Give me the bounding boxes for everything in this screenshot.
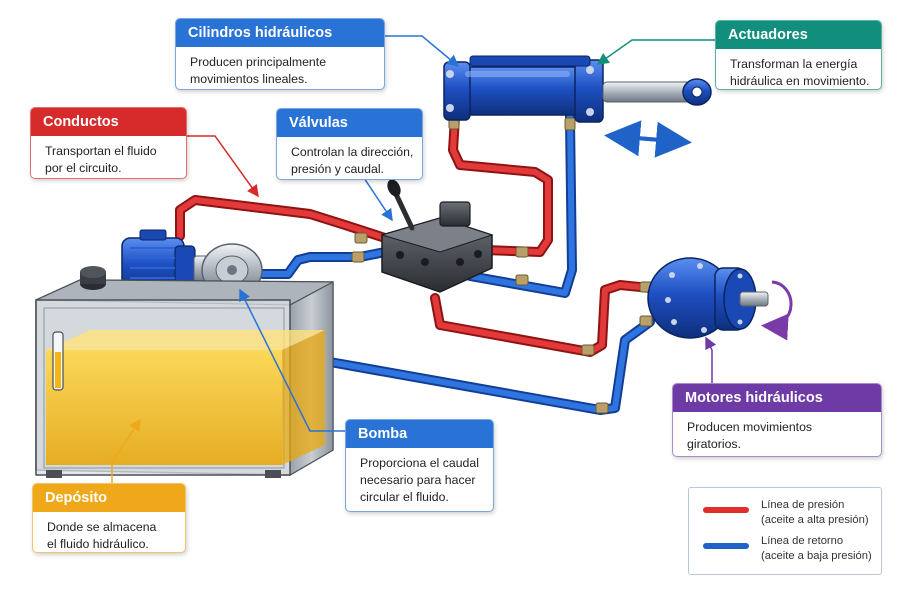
return-lines bbox=[257, 107, 655, 415]
callout-motores-title: Motores hidráulicos bbox=[673, 384, 881, 412]
callout-actuadores-text: Transforman la energía hidráulica en mov… bbox=[716, 49, 881, 89]
legend-item-pressure: Línea de presión (aceite a alta presión) bbox=[703, 498, 878, 532]
callout-deposito-line: el fluido hidráulico. bbox=[47, 537, 149, 551]
callout-conductos: Conductos Transportan el fluido por el c… bbox=[30, 107, 187, 179]
legend-pressure-sublabel: (aceite a alta presión) bbox=[761, 514, 869, 526]
callout-actuadores-line: Transforman la energía bbox=[730, 57, 858, 71]
callout-conductos-line: por el circuito. bbox=[45, 161, 122, 175]
legend-return-label: Línea de retorno bbox=[761, 535, 844, 547]
callout-motores: Motores hidráulicos Producen movimientos… bbox=[672, 383, 882, 457]
callout-bomba-line: circular el fluido. bbox=[360, 490, 449, 504]
double-arrow-icon bbox=[604, 120, 692, 158]
directional-valve bbox=[380, 179, 494, 293]
callout-deposito-title: Depósito bbox=[33, 484, 185, 512]
legend-swatch-pressure bbox=[703, 507, 749, 513]
callout-motores-text: Producen movimientos giratorios. bbox=[673, 412, 881, 456]
hydraulic-oil bbox=[46, 350, 282, 465]
callout-conductos-line: Transportan el fluido bbox=[45, 144, 157, 158]
legend-item-return: Línea de retorno (aceite a baja presión) bbox=[703, 534, 878, 568]
legend-text-return: Línea de retorno (aceite a baja presión) bbox=[761, 534, 872, 564]
legend-pressure-label: Línea de presión bbox=[761, 499, 845, 511]
callout-actuadores-title: Actuadores bbox=[716, 21, 881, 49]
sight-glass-icon bbox=[52, 331, 64, 391]
legend-swatch-return bbox=[703, 543, 749, 549]
callout-conductos-text: Transportan el fluido por el circuito. bbox=[31, 136, 186, 178]
callout-motores-line: Producen movimientos bbox=[687, 420, 813, 434]
callout-cilindros-title: Cilindros hidráulicos bbox=[176, 19, 384, 47]
callout-cilindros-line: Producen principalmente bbox=[190, 55, 327, 69]
callout-cilindros-line: movimientos lineales. bbox=[190, 72, 308, 86]
callout-actuadores-line: hidráulica en movimiento. bbox=[730, 74, 870, 88]
callout-conductos-title: Conductos bbox=[31, 108, 186, 136]
hydraulic-cylinder bbox=[443, 55, 712, 123]
callout-bomba-text: Proporciona el caudal necesario para hac… bbox=[346, 448, 493, 511]
callout-actuadores: Actuadores Transforman la energía hidráu… bbox=[715, 20, 882, 90]
callout-cilindros: Cilindros hidráulicos Producen principal… bbox=[175, 18, 385, 90]
callout-valvulas-line: presión y caudal. bbox=[291, 162, 384, 176]
legend-text-pressure: Línea de presión (aceite a alta presión) bbox=[761, 498, 869, 528]
pressure-line-pump-valve bbox=[175, 195, 390, 243]
valve-lever-icon bbox=[387, 179, 415, 231]
callout-bomba-line: necesario para hacer bbox=[360, 473, 476, 487]
callout-deposito-text: Donde se almacena el fluido hidráulico. bbox=[33, 512, 185, 552]
callout-valvulas-line: Controlan la dirección, bbox=[291, 145, 414, 159]
callout-motores-line: giratorios. bbox=[687, 437, 741, 451]
legend: Línea de presión (aceite a alta presión)… bbox=[688, 487, 882, 575]
pressure-lines bbox=[175, 113, 655, 357]
callout-deposito: Depósito Donde se almacena el fluido hid… bbox=[32, 483, 186, 553]
reservoir-tank bbox=[35, 266, 334, 478]
hydraulic-motor bbox=[647, 257, 769, 339]
legend-return-sublabel: (aceite a baja presión) bbox=[761, 550, 872, 562]
rotation-arrow-icon bbox=[761, 280, 793, 341]
callout-valvulas-title: Válvulas bbox=[277, 109, 422, 137]
callout-valvulas-text: Controlan la dirección, presión y caudal… bbox=[277, 137, 422, 179]
callout-bomba: Bomba Proporciona el caudal necesario pa… bbox=[345, 419, 494, 512]
callout-bomba-line: Proporciona el caudal bbox=[360, 456, 479, 470]
callout-bomba-title: Bomba bbox=[346, 420, 493, 448]
callout-cilindros-text: Producen principalmente movimientos line… bbox=[176, 47, 384, 89]
callout-deposito-line: Donde se almacena bbox=[47, 520, 157, 534]
callout-valvulas: Válvulas Controlan la dirección, presión… bbox=[276, 108, 423, 180]
